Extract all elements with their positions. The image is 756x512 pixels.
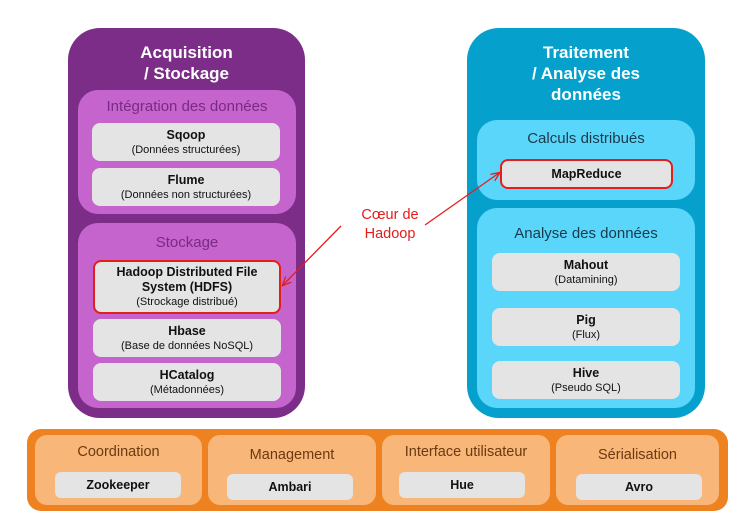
acquisition-storage-title: Acquisition / Stockage <box>68 42 305 84</box>
component-desc: (Métadonnées) <box>150 383 224 396</box>
user-interface-cell: Interface utilisateur Hue <box>382 435 550 505</box>
hive-box[interactable]: Hive (Pseudo SQL) <box>492 361 680 399</box>
cell-label: Management <box>249 447 335 463</box>
hadoop-core-annotation: Cœur de Hadoop <box>335 206 445 244</box>
coordination-cell: Coordination Zookeeper <box>35 435 202 505</box>
component-desc: (Datamining) <box>554 273 618 286</box>
component-desc: (Strockage distribué) <box>136 296 238 308</box>
title-line: / Analyse des <box>531 64 641 83</box>
cell-label: Coordination <box>77 444 160 460</box>
serialization-cell: Sérialisation Avro <box>556 435 719 505</box>
processing-analysis-column: Traitement / Analyse des données Calculs… <box>467 28 705 418</box>
component-name: Sqoop <box>166 127 206 142</box>
component-name: System (HDFS) <box>141 280 233 294</box>
pig-box[interactable]: Pig (Flux) <box>492 308 680 346</box>
cell-label: Interface utilisateur <box>404 444 528 460</box>
sqoop-box[interactable]: Sqoop (Données structurées) <box>92 123 280 161</box>
title-line: / Stockage <box>143 64 230 83</box>
services-bar: Coordination Zookeeper Management Ambari… <box>27 429 728 511</box>
storage-group: Stockage Hadoop Distributed File System … <box>78 223 296 408</box>
ambari-box[interactable]: Ambari <box>227 474 353 500</box>
acquisition-storage-column: Acquisition / Stockage Intégration des d… <box>68 28 305 418</box>
component-desc: (Données structurées) <box>131 143 241 156</box>
component-name: HCatalog <box>159 367 215 382</box>
component-desc: (Pseudo SQL) <box>551 381 621 394</box>
hcatalog-box[interactable]: HCatalog (Métadonnées) <box>93 363 281 401</box>
component-desc: (Flux) <box>571 328 601 341</box>
arrow-to-hdfs <box>283 225 342 285</box>
component-name: Hbase <box>168 323 206 338</box>
component-name: Mahout <box>563 257 609 272</box>
group-label: Intégration des données <box>106 98 268 115</box>
zookeeper-box[interactable]: Zookeeper <box>55 472 181 498</box>
component-name: MapReduce <box>551 166 622 181</box>
hbase-box[interactable]: Hbase (Base de données NoSQL) <box>93 319 281 357</box>
integration-group: Intégration des données Sqoop (Données s… <box>78 90 296 214</box>
management-cell: Management Ambari <box>208 435 376 505</box>
avro-box[interactable]: Avro <box>576 474 702 500</box>
annotation-line: Cœur de <box>361 207 419 223</box>
title-line: Acquisition <box>140 43 233 62</box>
component-desc: (Données non structurées) <box>120 188 252 201</box>
component-name: Hive <box>572 365 600 380</box>
distributed-computing-group: Calculs distribués MapReduce <box>477 120 695 200</box>
cell-label: Sérialisation <box>598 447 677 463</box>
mapreduce-box[interactable]: MapReduce <box>500 159 673 189</box>
arrow-to-mapreduce <box>424 173 499 226</box>
group-label: Calculs distribués <box>527 130 645 147</box>
title-line: données <box>551 85 621 104</box>
title-line: Traitement <box>543 43 629 62</box>
group-label: Analyse des données <box>514 225 658 242</box>
hue-box[interactable]: Hue <box>399 472 525 498</box>
mahout-box[interactable]: Mahout (Datamining) <box>492 253 680 291</box>
component-name: Flume <box>167 172 205 187</box>
annotation-line: Hadoop <box>364 226 416 242</box>
component-name: Hadoop Distributed File <box>116 265 258 279</box>
flume-box[interactable]: Flume (Données non structurées) <box>92 168 280 206</box>
data-analysis-group: Analyse des données Mahout (Datamining) … <box>477 208 695 408</box>
component-name: Pig <box>576 312 596 327</box>
component-desc: (Base de données NoSQL) <box>120 339 254 352</box>
hdfs-box[interactable]: Hadoop Distributed File System (HDFS) (S… <box>93 260 281 314</box>
group-label: Stockage <box>155 234 219 251</box>
processing-analysis-title: Traitement / Analyse des données <box>467 42 705 105</box>
